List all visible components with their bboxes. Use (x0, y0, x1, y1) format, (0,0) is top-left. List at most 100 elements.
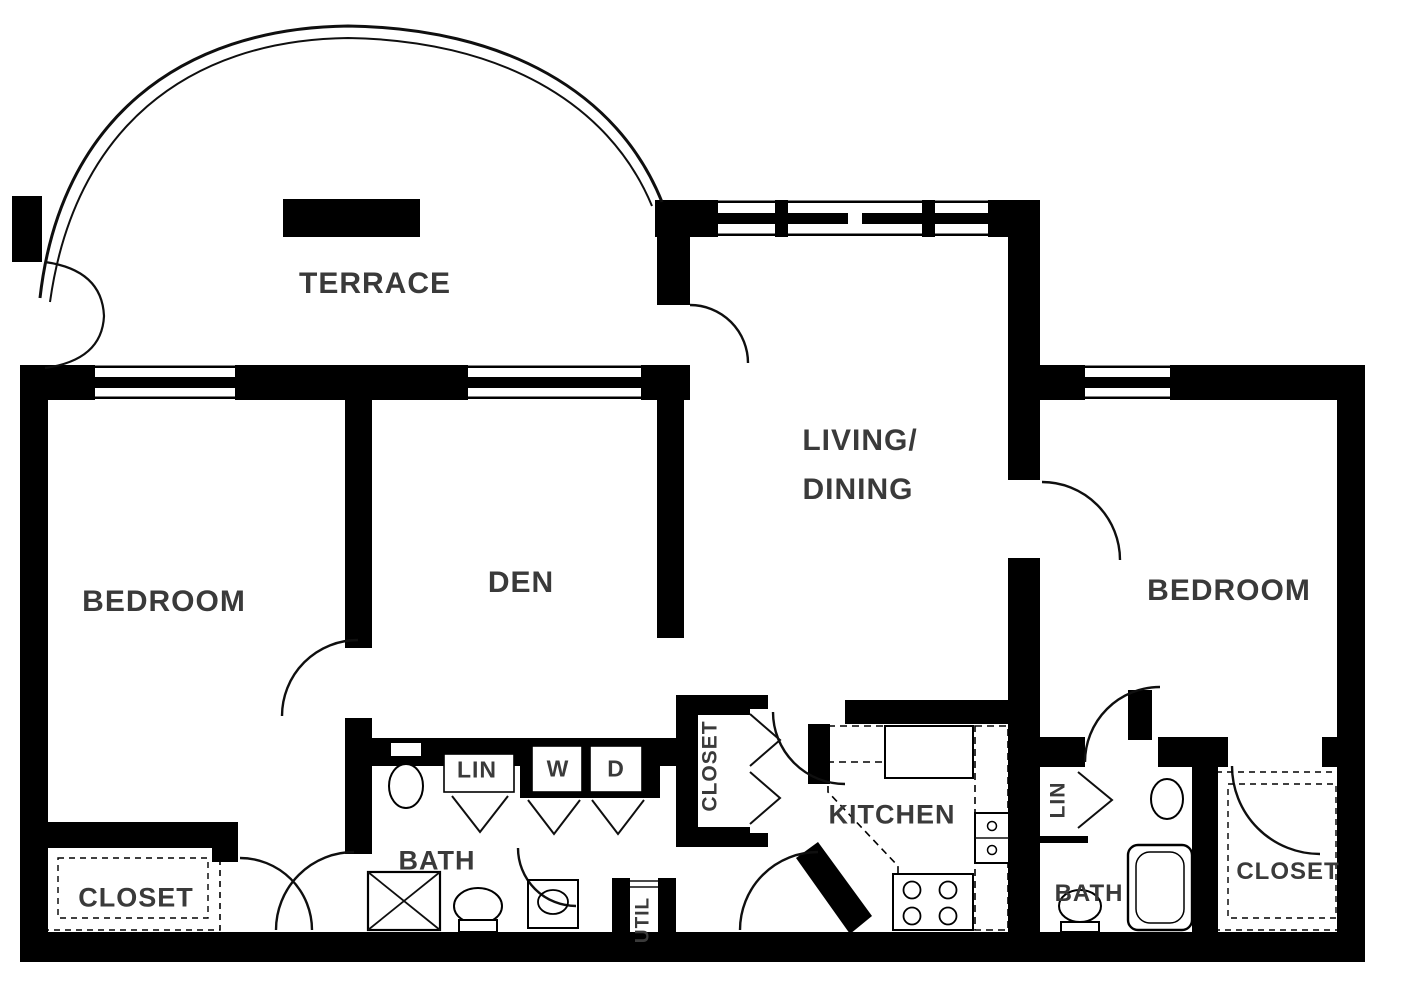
room-label-util: UTIL (632, 896, 654, 944)
wall-segment (744, 833, 768, 847)
burner (902, 906, 922, 926)
bifold-door (451, 795, 509, 834)
wall-segment (641, 365, 690, 400)
wall-segment (20, 932, 1365, 962)
fixtures (45, 725, 1349, 933)
counter-dashed (827, 725, 886, 763)
closet-shelf-dashed (57, 857, 209, 919)
label-washer: W (546, 755, 570, 782)
room-label-kitchen: KITCHEN (828, 799, 956, 830)
wall-segment (657, 200, 690, 305)
wall-segment (1158, 737, 1228, 767)
room-label-bedroom-left: BEDROOM (82, 585, 246, 618)
window-frame-line (788, 200, 922, 203)
wall-segment (345, 400, 372, 648)
window-bar (935, 213, 988, 224)
window-bar (95, 377, 235, 388)
wall-segment (1008, 200, 1040, 480)
window-frame-line (788, 233, 922, 236)
door-swing-arc (738, 850, 819, 931)
wall-segment (775, 200, 788, 237)
burner (902, 880, 922, 900)
bifold-door (527, 799, 581, 836)
door-swing-arc (274, 850, 355, 931)
door-swing-arc (1230, 765, 1321, 856)
label-linen-right: LIN (1046, 781, 1070, 819)
closet-shelf-dashed (45, 845, 221, 931)
window-bar (468, 377, 641, 388)
bifold-door (591, 799, 645, 836)
label-linen-left: LIN (456, 756, 498, 783)
burner (938, 906, 958, 926)
sink (537, 889, 569, 915)
wall-segment (676, 827, 750, 847)
window-frame-line (718, 200, 775, 203)
wall-segment (796, 842, 872, 934)
door-swing-arc (689, 303, 750, 364)
sink-counter (527, 879, 579, 929)
wall-segment (922, 200, 935, 237)
wall-segment (845, 700, 1040, 724)
window-frame-line (95, 396, 235, 399)
door-swing-arc (280, 638, 359, 717)
door-swing-arc (239, 856, 314, 931)
window-frame-line (468, 396, 641, 399)
toilet (388, 763, 424, 809)
window-frame-line (935, 200, 988, 203)
washer-box (531, 745, 583, 793)
bathtub (1126, 843, 1194, 932)
window-bar (718, 213, 775, 224)
window-frame-line (1085, 365, 1170, 368)
room-label-living: LIVING/ (802, 424, 918, 457)
wall-segment (657, 400, 684, 638)
windows (95, 200, 1170, 399)
sink (1150, 778, 1184, 820)
label-dryer: D (607, 755, 625, 782)
wall-segment (1192, 765, 1218, 962)
wall-segment (1337, 365, 1365, 962)
linen-closet-box (443, 753, 515, 793)
room-label-den: DEN (487, 566, 555, 599)
window-frame-line (1085, 396, 1170, 399)
window-frame-line (95, 365, 235, 368)
bathtub-inner (1135, 851, 1185, 924)
room-label-bedroom-right: BEDROOM (1147, 574, 1311, 607)
room-label-dining: DINING (802, 473, 914, 506)
toilet-tank (389, 741, 423, 758)
room-label-terrace: TERRACE (298, 267, 452, 300)
wall-segment (20, 365, 48, 962)
utility-door-line (630, 880, 658, 888)
refrigerator (884, 725, 974, 779)
door-swing-arc (516, 847, 577, 908)
closet-shelf-dashed (1227, 783, 1337, 919)
wall-segment (744, 695, 768, 709)
window-bar (1085, 377, 1170, 388)
wall-segment (12, 196, 42, 262)
toilet (453, 887, 503, 925)
doors (239, 303, 1321, 931)
wall-segment (676, 695, 698, 847)
wall-segment (1128, 690, 1152, 740)
wall-segment (212, 822, 238, 862)
dryer-box (589, 745, 643, 793)
wall-segment (235, 365, 468, 400)
wall-segment (20, 365, 95, 400)
door-leaf-arc (44, 315, 106, 370)
toilet-tank (458, 919, 498, 933)
room-label-bath-right: BATH (1054, 880, 1124, 907)
room-label-closet-left: CLOSET (78, 882, 194, 913)
oven-knob (986, 844, 998, 856)
terrace-railing-arc (38, 24, 664, 299)
terrace-planter (283, 199, 420, 237)
walls (12, 196, 1365, 962)
counter-edge (1040, 836, 1088, 843)
wall-segment (808, 724, 830, 784)
door-swing-arc (1083, 685, 1161, 763)
door-swing-arc (771, 711, 846, 786)
window-frame-line (718, 233, 775, 236)
wall-segment (1035, 365, 1085, 400)
wall-segment (1170, 365, 1365, 400)
shower-stall (366, 870, 442, 932)
